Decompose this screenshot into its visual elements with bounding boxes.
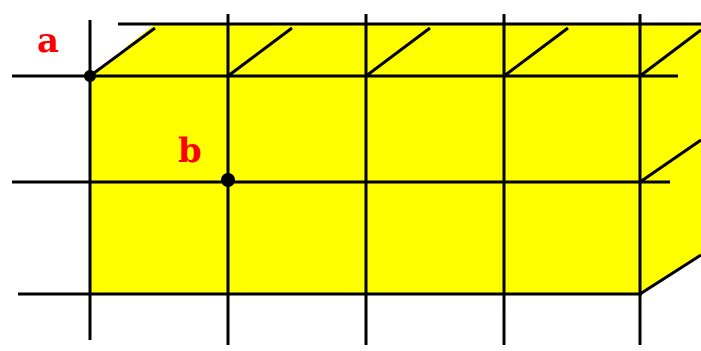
point-a xyxy=(84,70,96,82)
label-a: a xyxy=(37,21,59,61)
points xyxy=(84,70,235,187)
cuboid-top-face xyxy=(90,24,701,76)
depth-line-3 xyxy=(365,26,431,78)
grid-lines xyxy=(12,14,701,345)
depth-line-2 xyxy=(227,26,293,78)
depth-line-5 xyxy=(639,28,701,78)
point-b xyxy=(221,173,235,187)
depth-line-4 xyxy=(503,26,569,78)
depth-line-7 xyxy=(639,253,701,296)
label-b: b xyxy=(178,131,202,171)
depth-line-1 xyxy=(89,26,156,78)
depth-line-6 xyxy=(639,138,701,184)
